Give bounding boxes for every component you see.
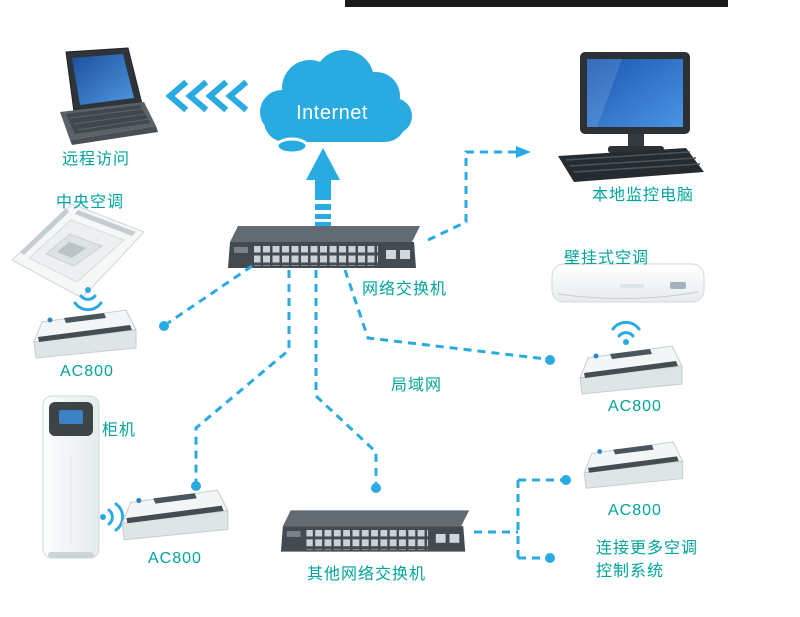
label-ac800-left: AC800 bbox=[60, 363, 114, 380]
label-ac800-bottom-right: AC800 bbox=[608, 502, 662, 519]
wifi-signal-right-icon bbox=[99, 499, 129, 535]
label-remote-access: 远程访问 bbox=[62, 151, 131, 168]
laptop-icon bbox=[60, 47, 158, 145]
desktop-computer-icon bbox=[558, 52, 704, 182]
top-bar-fragment bbox=[345, 0, 728, 7]
wall-ac-illustration bbox=[550, 256, 710, 316]
line-switch-to-pc bbox=[427, 146, 531, 242]
label-main-switch: 网络交换机 bbox=[362, 281, 448, 298]
main-switch-illustration bbox=[224, 224, 426, 272]
label-central-ac: 中央空调 bbox=[56, 194, 125, 211]
label-ac800-right: AC800 bbox=[608, 398, 662, 415]
label-more-systems-line2: 控制系统 bbox=[596, 563, 665, 580]
wall-ac-icon bbox=[551, 263, 705, 303]
cabinet-ac-illustration bbox=[40, 394, 102, 564]
ac800-controller-icon bbox=[579, 345, 683, 395]
line-switch-to-ac800-left bbox=[159, 264, 253, 331]
chevrons-icon bbox=[165, 79, 249, 113]
line-branch-bracket bbox=[474, 475, 571, 563]
local-pc-illustration bbox=[552, 46, 716, 184]
cloud-icon bbox=[260, 50, 412, 155]
internet-cloud-label: Internet bbox=[296, 102, 368, 124]
ac800-left-illustration bbox=[30, 306, 138, 364]
label-wall-ac: 壁挂式空调 bbox=[564, 250, 650, 267]
network-switch-icon bbox=[228, 226, 420, 268]
label-ac800-center: AC800 bbox=[148, 550, 202, 567]
line-switch-to-ac800-center bbox=[191, 270, 291, 491]
remote-laptop-illustration bbox=[50, 46, 162, 146]
floor-standing-ac-icon bbox=[42, 395, 100, 559]
ac800-right-illustration bbox=[576, 342, 684, 400]
ac800-controller-icon bbox=[33, 309, 137, 359]
other-switch-illustration bbox=[277, 508, 475, 556]
network-switch-icon bbox=[280, 510, 470, 552]
label-lan: 局域网 bbox=[391, 377, 443, 394]
label-local-pc: 本地监控电脑 bbox=[592, 187, 695, 204]
internet-cloud bbox=[248, 50, 416, 158]
line-switch-to-other-switch bbox=[314, 270, 381, 493]
wifi-signal-down-icon bbox=[70, 286, 106, 316]
ceiling-cassette-ac-icon bbox=[11, 203, 145, 299]
label-other-switch: 其他网络交换机 bbox=[307, 566, 427, 583]
ac800-center-illustration bbox=[118, 486, 230, 546]
label-cabinet-ac: 柜机 bbox=[102, 422, 137, 439]
central-ac-illustration bbox=[8, 200, 148, 302]
ac800-controller-icon bbox=[583, 441, 684, 489]
ac800-bottom-right-illustration bbox=[580, 438, 685, 494]
label-more-systems-line1: 连接更多空调 bbox=[596, 540, 699, 557]
up-arrow-icon bbox=[306, 148, 340, 226]
ac800-controller-icon bbox=[121, 489, 229, 541]
wifi-signal-up-icon bbox=[608, 316, 644, 346]
